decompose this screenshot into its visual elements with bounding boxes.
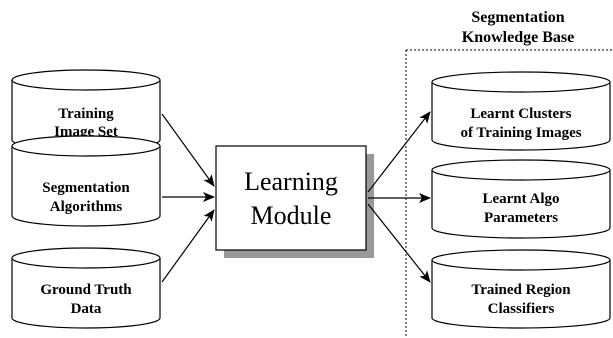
arrow-training-to-module <box>161 113 215 187</box>
input-label-line1: Segmentation <box>42 180 130 196</box>
knowledge-base-title-line1: Segmentation <box>471 9 564 26</box>
output-label-line1: Learnt Algo <box>482 191 559 207</box>
learning-module-label-line1: Learning <box>244 167 338 196</box>
output-label-line2: of Training Images <box>460 125 581 141</box>
learning-module-box <box>215 145 367 251</box>
input-label-line1: Training <box>58 106 114 122</box>
input-label-line1: Ground Truth <box>40 282 132 298</box>
output-cylinder-learnt-clusters: Learnt Clusters of Training Images <box>431 71 611 151</box>
learning-module: Learning Module <box>215 145 374 258</box>
input-label-line2: Algorithms <box>50 199 123 215</box>
output-label-line1: Trained Region <box>471 282 571 298</box>
input-cylinder-segmentation-algorithms: Segmentation Algorithms <box>11 135 161 227</box>
arrow-module-to-classifiers <box>367 203 431 283</box>
output-cylinder-learnt-algo-parameters: Learnt Algo Parameters <box>431 159 611 239</box>
learning-module-label-line2: Module <box>251 201 332 230</box>
input-label-line2: Data <box>71 301 102 317</box>
output-label-line2: Classifiers <box>488 301 555 317</box>
knowledge-base-title-line2: Knowledge Base <box>462 29 574 46</box>
output-cylinder-trained-region-classifiers: Trained Region Classifiers <box>431 249 611 329</box>
arrow-groundtruth-to-module <box>161 209 215 283</box>
output-label-line2: Parameters <box>484 210 558 226</box>
input-cylinder-ground-truth-data: Ground Truth Data <box>11 247 161 329</box>
output-label-line1: Learnt Clusters <box>470 106 571 122</box>
arrow-module-to-clusters <box>367 111 431 193</box>
